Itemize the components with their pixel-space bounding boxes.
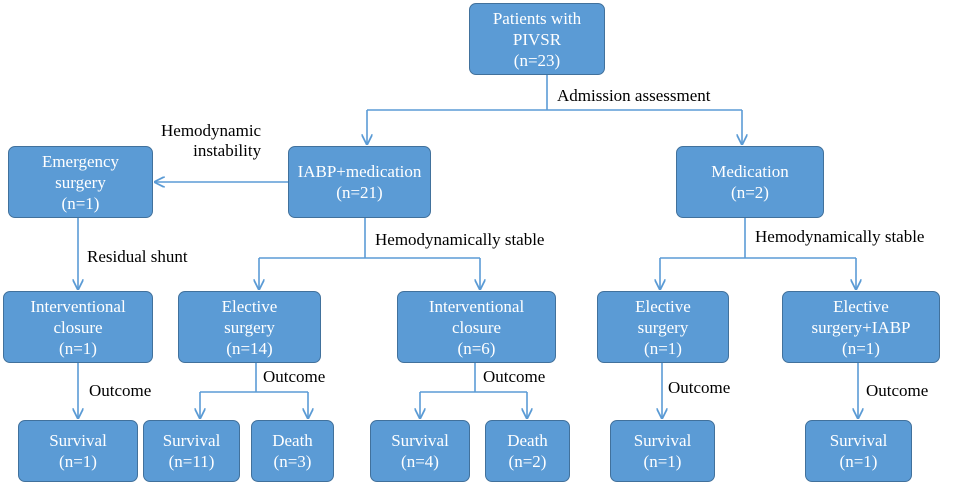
label-hemodynamically-stable-right: Hemodynamically stable [755, 227, 924, 247]
node-survival-11: Survival (n=11) [143, 420, 240, 482]
node-interventional-closure-6-line-3: (n=6) [457, 338, 496, 358]
label-admission-assessment: Admission assessment [557, 86, 710, 106]
node-patients-pivsr-line-3: (n=23) [513, 50, 561, 70]
label-outcome-esiabp: Outcome [866, 381, 928, 401]
node-survival-esiabp: Survival (n=1) [805, 420, 912, 482]
node-survival-11-line-1: Survival [162, 431, 221, 450]
node-survival-esiabp-line-1: Survival [829, 431, 888, 450]
node-interventional-closure-1-line-2: closure [53, 317, 103, 337]
node-elective-surgery-iabp-line-1: Elective [833, 296, 889, 316]
node-emergency-surgery-line-3: (n=1) [61, 193, 100, 213]
node-death-3-line-1: Death [272, 431, 313, 450]
label-outcome-ic1-line-1: Outcome [89, 381, 152, 400]
node-survival-es1-line-2: (n=1) [643, 452, 682, 471]
label-outcome-es14: Outcome [263, 367, 325, 387]
node-elective-surgery-iabp-line-2: surgery+IABP [811, 317, 911, 337]
node-elective-surgery-14-line-1: Elective [221, 296, 278, 316]
node-elective-surgery-14-line-2: surgery [224, 317, 275, 337]
node-survival-4: Survival (n=4) [370, 420, 470, 482]
node-elective-surgery-14-line-3: (n=14) [226, 338, 273, 358]
node-patients-pivsr-line-2: PIVSR [512, 29, 562, 49]
node-interventional-closure-6-line-1: Interventional [428, 296, 525, 316]
node-interventional-closure-1-line-3: (n=1) [59, 338, 97, 358]
node-death-3: Death (n=3) [251, 420, 334, 482]
label-outcome-ic6-line-1: Outcome [483, 367, 546, 386]
label-outcome-es1-line-1: Outcome [668, 378, 731, 397]
node-iabp-medication-line-2: (n=21) [336, 183, 383, 202]
node-death-2-line-1: Death [507, 431, 548, 450]
label-outcome-es14-line-1: Outcome [263, 367, 326, 386]
node-death-2-line-2: (n=2) [508, 452, 547, 471]
label-hemodynamically-stable-left: Hemodynamically stable [375, 230, 544, 250]
label-residual-shunt-line-1: Residual shunt [87, 247, 188, 266]
node-interventional-closure-1-line-1: Interventional [30, 296, 126, 316]
node-survival-esiabp-line-2: (n=1) [839, 452, 878, 471]
label-hemodynamically-stable-left-line-1: Hemodynamically stable [375, 230, 545, 249]
label-admission-assessment-line-1: Admission assessment [557, 86, 711, 105]
node-medication: Medication (n=2) [676, 146, 824, 218]
node-emergency-surgery-line-2: surgery [55, 172, 106, 192]
node-death-3-line-2: (n=3) [273, 452, 312, 471]
node-survival-ic1-line-2: (n=1) [59, 452, 97, 471]
node-medication-line-1: Medication [711, 162, 789, 181]
node-survival-11-line-2: (n=11) [168, 452, 215, 471]
label-hemodynamic-instability-line-2: instability [193, 141, 262, 160]
node-survival-4-line-1: Survival [391, 431, 449, 450]
node-elective-surgery-1-line-3: (n=1) [644, 338, 682, 358]
node-death-2: Death (n=2) [485, 420, 570, 482]
node-survival-es1-line-1: Survival [633, 431, 692, 450]
node-iabp-medication-line-1: IABP+medication [297, 162, 422, 181]
label-hemodynamically-stable-right-line-1: Hemodynamically stable [755, 227, 925, 246]
node-iabp-medication: IABP+medication (n=21) [288, 146, 431, 218]
node-survival-ic1: Survival (n=1) [18, 420, 138, 482]
node-elective-surgery-iabp-line-3: (n=1) [842, 338, 880, 358]
label-outcome-ic6: Outcome [483, 367, 545, 387]
label-outcome-es1: Outcome [668, 378, 730, 398]
node-medication-line-2: (n=2) [731, 183, 769, 202]
node-interventional-closure-6-line-2: closure [451, 317, 502, 337]
node-patients-pivsr-line-1: Patients with [492, 8, 582, 28]
node-survival-ic1-line-1: Survival [49, 431, 107, 450]
label-outcome-ic1: Outcome [89, 381, 151, 401]
label-hemodynamic-instability-line-1: Hemodynamic [161, 121, 262, 140]
label-residual-shunt: Residual shunt [87, 247, 188, 267]
label-outcome-esiabp-line-1: Outcome [866, 381, 929, 400]
node-emergency-surgery-line-1: Emergency [41, 151, 120, 171]
node-survival-4-line-2: (n=4) [401, 452, 439, 471]
node-elective-surgery-1-line-2: surgery [637, 317, 689, 337]
node-survival-es1: Survival (n=1) [610, 420, 715, 482]
node-elective-surgery-1-line-1: Elective [635, 296, 691, 316]
